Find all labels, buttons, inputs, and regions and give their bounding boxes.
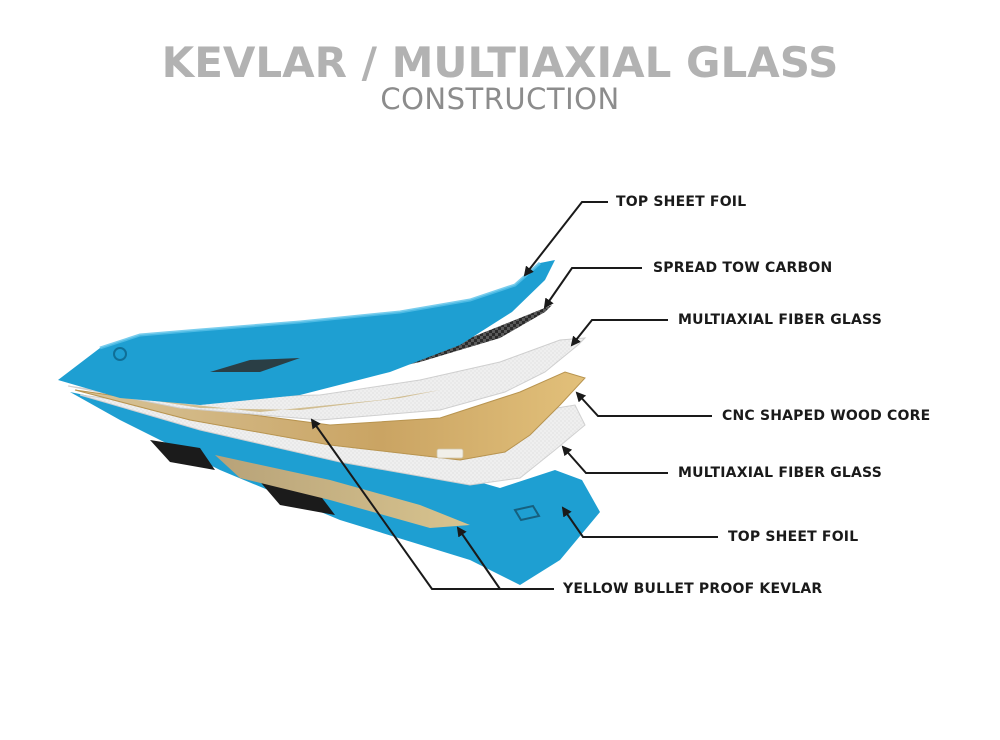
leader-kevlar-1 [310,418,554,590]
label-cnc-shaped-wood-core: CNC SHAPED WOOD CORE [722,408,931,424]
label-yellow-bullet-proof-kevlar: YELLOW BULLET PROOF KEVLAR [563,581,823,597]
leader-upper-glass [570,319,668,347]
page-title: KEVLAR / MULTIAXIAL GLASS [161,38,839,87]
page-subtitle: CONSTRUCTION [380,82,620,116]
leader-top-foil [523,201,608,277]
label-top-sheet-foil-lower: TOP SHEET FOIL [728,529,859,545]
leader-wood-core [575,391,712,417]
leader-bottom-foil [561,506,718,538]
leader-lines [310,201,718,590]
label-spread-tow-carbon: SPREAD TOW CARBON [653,260,833,276]
layer-top-foil [58,260,555,405]
leader-kevlar-2 [456,526,501,590]
label-multiaxial-fiber-glass-lower: MULTIAXIAL FIBER GLASS [678,465,882,481]
label-top-sheet-foil-upper: TOP SHEET FOIL [616,194,747,210]
leader-lower-glass [561,445,668,474]
leader-spread-tow-carbon [543,267,642,309]
label-multiaxial-fiber-glass-upper: MULTIAXIAL FIBER GLASS [678,312,882,328]
layer-kevlar [215,455,470,528]
